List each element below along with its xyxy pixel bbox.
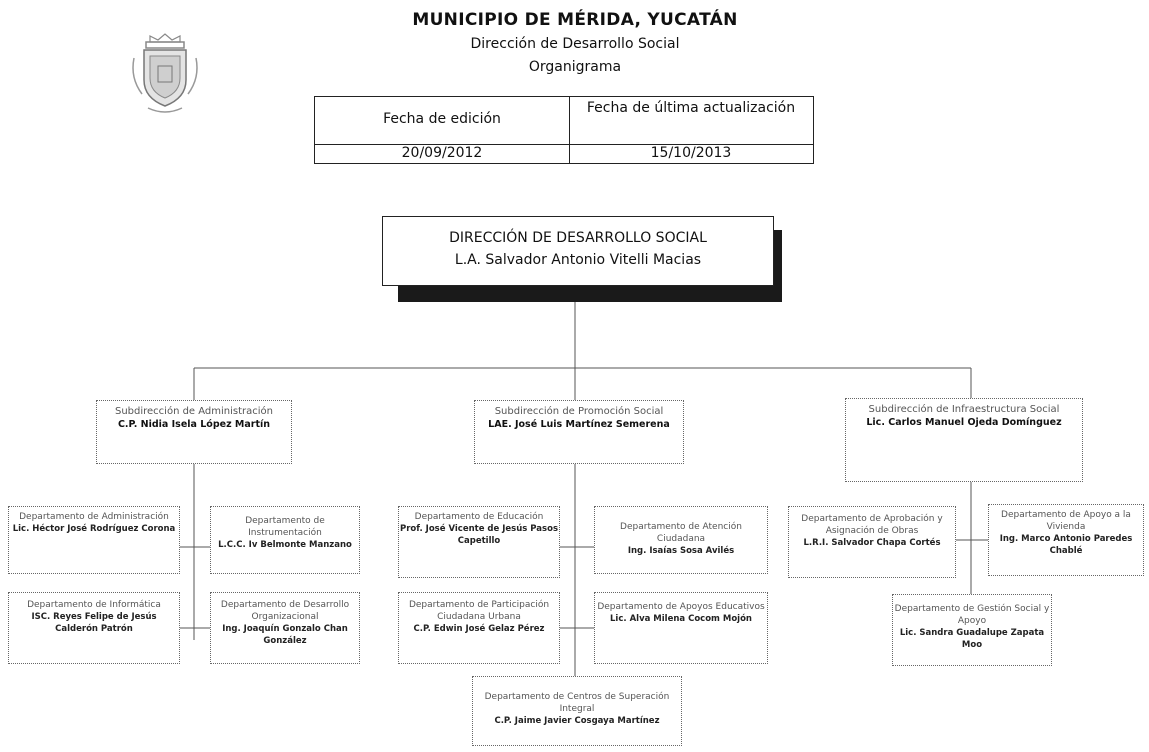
department-title: Departamento de Participación Ciudadana …	[408, 600, 550, 622]
subdireccion-promocion-head: LAE. José Luis Martínez Semerena	[488, 419, 670, 430]
department-head: C.P. Edwin José Gelaz Pérez	[413, 624, 545, 634]
department-head: Lic. Sandra Guadalupe Zapata Moo	[899, 628, 1045, 650]
department-subtitle: Dirección de Desarrollo Social	[470, 36, 680, 52]
subdireccion-infraestructura-box: Subdirección de Infraestructura Social L…	[845, 398, 1083, 482]
department-title: Departamento de Desarrollo Organizaciona…	[220, 600, 350, 622]
department-head: Lic. Alva Milena Cocom Mojón	[610, 614, 752, 624]
department-head: C.P. Jaime Javier Cosgaya Martínez	[494, 716, 660, 726]
department-title: Departamento de Educación	[414, 512, 544, 522]
department-head: Ing. Marco Antonio Paredes Chablé	[999, 534, 1133, 556]
department-head: Lic. Héctor José Rodríguez Corona	[12, 524, 176, 534]
department-head: L.R.I. Salvador Chapa Cortés	[803, 538, 941, 548]
subdireccion-infraestructura-head: Lic. Carlos Manuel Ojeda Domínguez	[866, 417, 1062, 428]
last-update-value: 15/10/2013	[650, 145, 732, 161]
department-box: Departamento de Aprobación y Asignación …	[788, 506, 956, 578]
last-update-header: Fecha de última actualización	[586, 100, 796, 116]
department-box: Departamento de Informática ISC. Reyes F…	[8, 592, 180, 664]
department-title: Departamento de Apoyo a la Vivienda	[1001, 510, 1131, 532]
department-title: Departamento de Centros de Superación In…	[484, 692, 670, 714]
department-head: L.C.C. Iv Belmonte Manzano	[218, 540, 352, 550]
department-box: Departamento de Desarrollo Organizaciona…	[210, 592, 360, 664]
department-title: Departamento de Gestión Social y Apoyo	[894, 604, 1050, 626]
department-box: Departamento de Atención Ciudadana Ing. …	[594, 506, 768, 574]
department-title: Departamento de Informática	[27, 600, 161, 610]
department-box: Departamento de Centros de Superación In…	[472, 676, 682, 746]
department-title: Departamento de Atención Ciudadana	[620, 522, 742, 544]
dates-table: Fecha de edición Fecha de última actuali…	[314, 96, 814, 164]
director-name: L.A. Salvador Antonio Vitelli Macias	[454, 252, 702, 268]
department-box: Departamento de Administración Lic. Héct…	[8, 506, 180, 574]
department-title: Departamento de Apoyos Educativos	[597, 602, 765, 612]
department-head: Ing. Joaquín Gonzalo Chan González	[222, 624, 348, 646]
subdireccion-promocion-title: Subdirección de Promoción Social	[494, 406, 664, 417]
document-type-label: Organigrama	[528, 59, 622, 75]
department-box: Departamento de Apoyos Educativos Lic. A…	[594, 592, 768, 664]
department-box: Departamento de Educación Prof. José Vic…	[398, 506, 560, 578]
subdireccion-infraestructura-title: Subdirección de Infraestructura Social	[868, 404, 1060, 415]
edition-date-header: Fecha de edición	[383, 111, 501, 127]
municipality-title: MUNICIPIO DE MÉRIDA, YUCATÁN	[412, 10, 738, 30]
department-title: Departamento de Instrumentación	[245, 516, 325, 538]
department-head: Prof. José Vicente de Jesús Pasos Capeti…	[399, 524, 558, 546]
edition-date-value: 20/09/2012	[401, 145, 483, 161]
department-box: Departamento de Apoyo a la Vivienda Ing.…	[988, 504, 1144, 576]
department-head: ISC. Reyes Felipe de Jesús Calderón Patr…	[31, 612, 157, 634]
department-box: Departamento de Participación Ciudadana …	[398, 592, 560, 664]
department-head: Ing. Isaías Sosa Avilés	[627, 546, 735, 556]
department-title: Departamento de Administración	[19, 512, 169, 522]
subdireccion-administracion-head: C.P. Nidia Isela López Martín	[117, 419, 271, 430]
department-title: Departamento de Aprobación y Asignación …	[801, 514, 943, 536]
director-box: DIRECCIÓN DE DESARROLLO SOCIAL L.A. Salv…	[382, 216, 774, 286]
department-box: Departamento de Instrumentación L.C.C. I…	[210, 506, 360, 574]
director-title: DIRECCIÓN DE DESARROLLO SOCIAL	[449, 230, 707, 246]
department-box: Departamento de Gestión Social y Apoyo L…	[892, 594, 1052, 666]
subdireccion-administracion-title: Subdirección de Administración	[114, 406, 274, 417]
municipal-coat-of-arms-logo	[128, 28, 202, 120]
subdireccion-administracion-box: Subdirección de Administración C.P. Nidi…	[96, 400, 292, 464]
subdireccion-promocion-box: Subdirección de Promoción Social LAE. Jo…	[474, 400, 684, 464]
